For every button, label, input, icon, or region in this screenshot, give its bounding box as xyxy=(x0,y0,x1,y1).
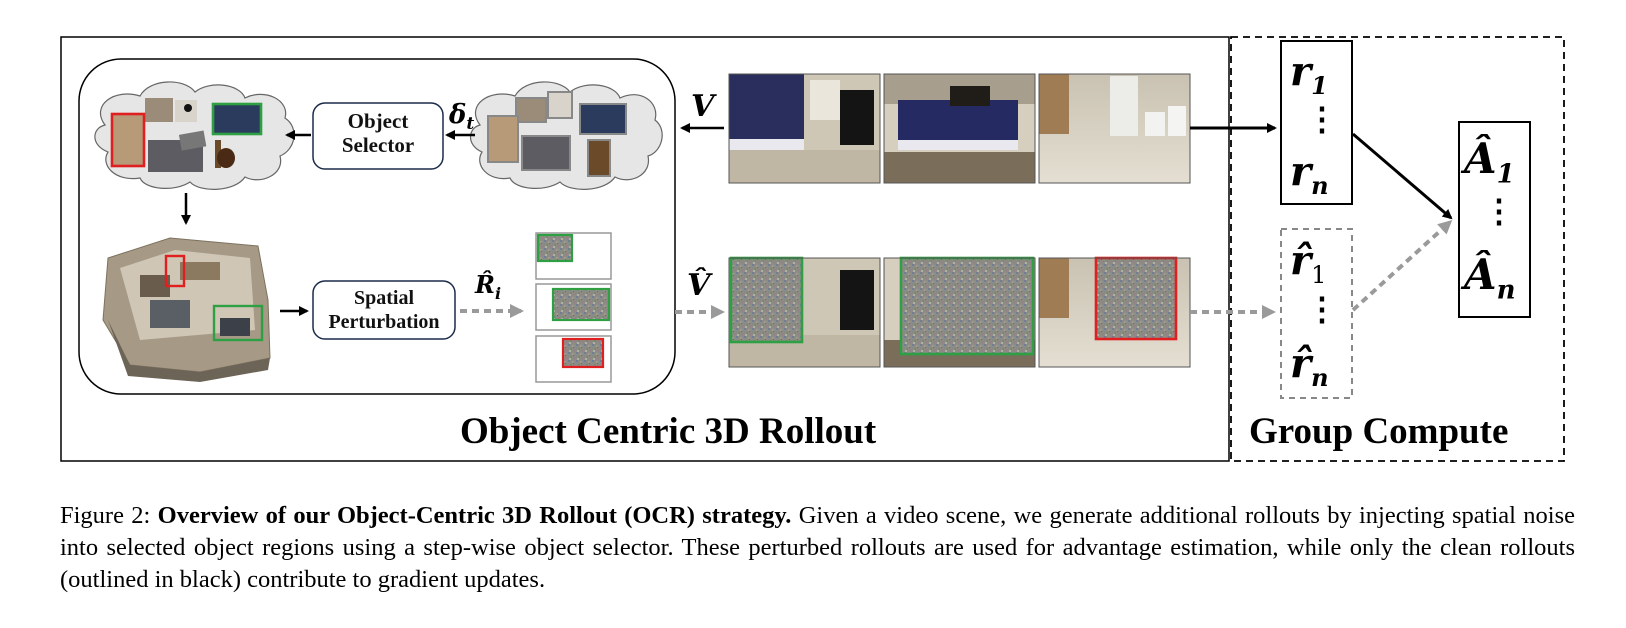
advantage-box xyxy=(1458,121,1531,318)
noisy-reward-top-symbol: r̂ xyxy=(1290,237,1312,284)
noisy-reward-bottom-sub: n xyxy=(1311,363,1329,392)
advantage-bottom-symbol: Â xyxy=(1464,250,1497,299)
noise-regions xyxy=(535,232,612,383)
noisy-reward-bottom-symbol: r̂ xyxy=(1290,340,1312,387)
figure-caption: Figure 2: Overview of our Object-Centric… xyxy=(60,500,1575,596)
object-selector-label: Object Selector xyxy=(313,109,443,157)
object-cloud-right xyxy=(469,81,663,190)
perturbed-video-frames xyxy=(728,256,1191,368)
spatial-perturbation-label: Spatial Perturbation xyxy=(313,286,455,334)
diagram-canvas xyxy=(60,36,1565,462)
advantage-top-sub: 1 xyxy=(1496,159,1515,190)
advantage-bottom-sub: n xyxy=(1496,275,1516,306)
inner-pipeline-box xyxy=(78,58,676,395)
spatial-perturbation-line1: Spatial xyxy=(353,287,415,309)
reward-top-symbol: r xyxy=(1290,48,1312,95)
object-selector-line2: Selector xyxy=(341,133,415,157)
r-hat-subscript: i xyxy=(494,283,502,303)
advantage-top: Â1 xyxy=(1464,134,1515,189)
rollout-frame xyxy=(60,36,1230,462)
advantage-dots: ⋮ xyxy=(1483,192,1515,230)
rollout-title: Object Centric 3D Rollout xyxy=(460,411,877,452)
noisy-reward-box xyxy=(1280,228,1353,399)
group-compute-frame xyxy=(1230,36,1565,462)
figure-diagram: Object Selector Spatial Perturbation δt … xyxy=(60,36,1565,462)
noisy-reward-bottom: r̂n xyxy=(1290,340,1329,392)
spatial-perturbation-line2: Perturbation xyxy=(328,311,440,333)
noisy-reward-top: r̂1 xyxy=(1290,237,1326,289)
clean-video-frames xyxy=(728,73,1191,184)
reward-box xyxy=(1280,40,1353,205)
v-hat-label: V̂ xyxy=(687,268,711,303)
delta-symbol: δ xyxy=(449,100,467,130)
delta-t-label: δt xyxy=(449,100,474,134)
reward-top: r1 xyxy=(1290,48,1328,100)
caption-body: Given a video scene, we generate additio… xyxy=(60,502,1575,593)
delta-subscript: t xyxy=(466,114,475,135)
caption-bold-title: Overview of our Object-Centric 3D Rollou… xyxy=(157,502,792,529)
advantage-bottom: Ân xyxy=(1464,250,1516,305)
reward-bottom-symbol: r xyxy=(1290,148,1312,195)
noisy-reward-top-sub: 1 xyxy=(1311,261,1327,289)
reward-dots: ⋮ xyxy=(1306,100,1338,138)
3d-scene xyxy=(102,237,271,382)
object-cloud-left xyxy=(94,81,295,190)
r-hat-i-label: R̂i xyxy=(475,270,501,303)
spatial-perturbation-box xyxy=(312,280,456,340)
noisy-reward-dots: ⋮ xyxy=(1306,290,1338,328)
caption-prefix: Figure 2: xyxy=(60,502,158,529)
object-selector-box xyxy=(312,102,444,170)
v-label: V xyxy=(691,89,715,124)
advantage-top-symbol: Â xyxy=(1464,134,1497,183)
reward-bottom-sub: n xyxy=(1311,171,1329,200)
reward-bottom: rn xyxy=(1290,148,1329,200)
reward-top-sub: 1 xyxy=(1311,71,1328,100)
object-selector-line1: Object xyxy=(347,109,409,133)
group-compute-title: Group Compute xyxy=(1249,411,1509,452)
r-hat-symbol: R̂ xyxy=(475,270,495,299)
